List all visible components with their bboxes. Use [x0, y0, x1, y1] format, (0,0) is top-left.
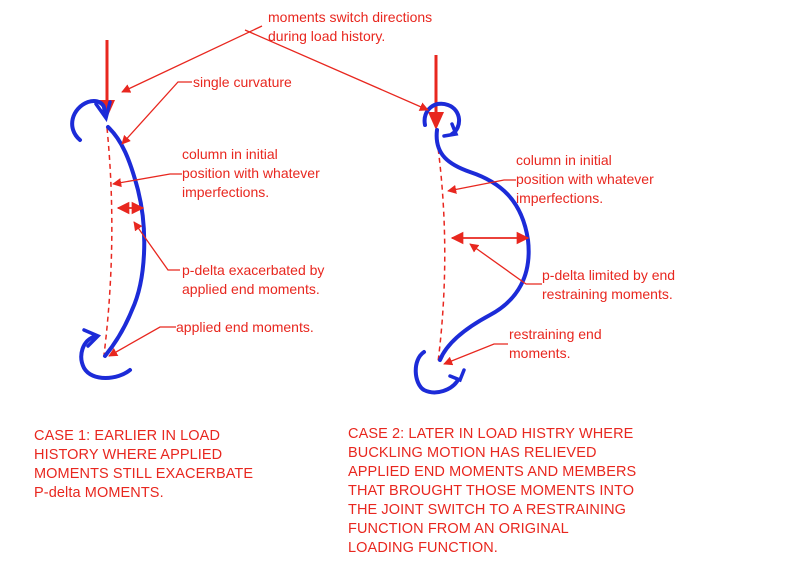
applied-moment-curl-bottom-left: [79, 334, 132, 380]
label-top-note: moments switch directions during load hi…: [268, 9, 433, 44]
label-column-initial-right: column in initial position with whatever…: [516, 152, 654, 206]
label-applied-end-moments: applied end moments.: [176, 319, 314, 335]
leader-top-note-right: [244, 29, 429, 111]
restraining-moment-head-top-right: [442, 122, 459, 138]
restraining-moment-curl-top-right: [422, 101, 461, 136]
case1-description: CASE 1: EARLIER IN LOAD HISTORY WHERE AP…: [34, 428, 254, 501]
label-column-initial-left: column in initial position with whatever…: [182, 146, 320, 200]
leader-applied-end-moments: [108, 326, 176, 357]
restraining-moment-curl-bottom-right: [413, 350, 460, 395]
initial-position-dashed-left: [103, 127, 113, 356]
leader-single-curvature: [121, 81, 192, 145]
restraining-moment-head-bottom-right: [448, 368, 466, 383]
label-pdelta-limited: p-delta limited by end restraining momen…: [542, 267, 676, 302]
applied-moment-head-top-left: [94, 100, 112, 123]
initial-position-dashed-right: [436, 139, 446, 363]
label-restraining-end-moments: restraining end moments.: [509, 326, 602, 361]
deflected-column-left: [103, 125, 147, 358]
case2-description: CASE 2: LATER IN LOAD HISTRY WHERE BUCKL…: [348, 426, 637, 556]
leader-restraining-end-moments: [443, 343, 508, 366]
leader-top-note-left: [121, 25, 263, 93]
leader-pdelta-exacerbated: [133, 221, 180, 271]
leader-column-initial-right: [447, 179, 516, 194]
applied-moment-head-bottom-left: [82, 328, 102, 348]
applied-moment-curl-top-left: [70, 99, 107, 142]
load-arrowhead-right: [428, 112, 444, 130]
label-single-curvature: single curvature: [193, 74, 292, 90]
label-pdelta-exacerbated: p-delta exacerbated by applied end momen…: [182, 262, 325, 297]
leader-pdelta-limited: [469, 243, 542, 285]
leader-column-initial-left: [112, 173, 182, 188]
